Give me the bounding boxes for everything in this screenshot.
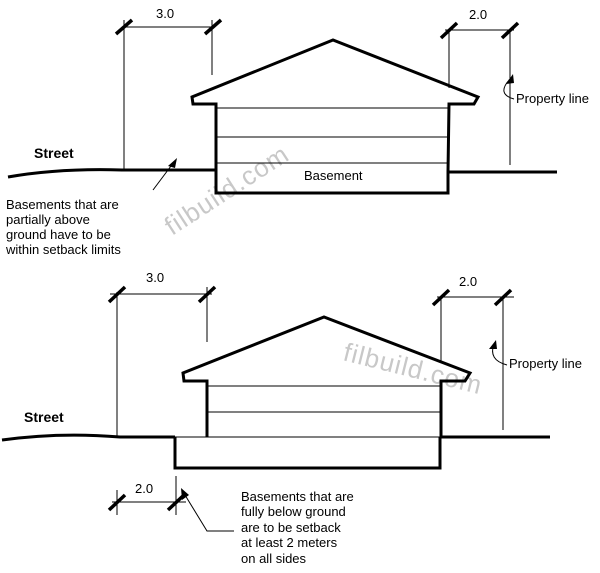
bottom-basement-box [173, 437, 442, 470]
top-watermark: filbuild.com [159, 138, 294, 241]
top-street-label: Street [34, 145, 74, 161]
top-note-line-4: within setback limits [5, 242, 121, 257]
bottom-right-tick-1 [431, 288, 451, 307]
top-basement-label: Basement [304, 168, 363, 183]
bottom-note-line-1: Basements that are [241, 489, 354, 504]
top-ground-line [7, 168, 557, 195]
top-note: Basements that are partially above groun… [5, 197, 122, 257]
bottom-note-line-4: at least 2 meters [241, 535, 338, 550]
bottom-right-dimension-label: 2.0 [459, 274, 477, 289]
top-right-dimension-label: 2.0 [469, 7, 487, 22]
bottom-watermark: filbuild.com [341, 337, 486, 400]
bottom-panel: filbuild.com 3.0 2.0 Property line Stree… [1, 270, 582, 566]
bottom-note-leader [184, 494, 234, 532]
top-note-line-2: partially above [6, 212, 90, 227]
top-property-line-arrow-icon [506, 74, 514, 84]
top-right-tick-2 [500, 21, 520, 40]
bottom-basement-tick-1 [107, 493, 127, 512]
top-right-tick-1 [439, 21, 459, 40]
bottom-ground-line-left [1, 433, 175, 442]
bottom-note: Basements that are fully below ground ar… [241, 489, 357, 566]
bottom-right-tick-2 [493, 288, 513, 307]
bottom-left-dimension-label: 3.0 [146, 270, 164, 285]
bottom-note-line-2: fully below ground [241, 504, 346, 519]
bottom-note-arrow-icon [181, 488, 189, 500]
bottom-note-line-3: are to be setback [241, 520, 341, 535]
bottom-left-tick-2 [197, 285, 217, 304]
bottom-street-label: Street [24, 409, 64, 425]
bottom-property-line-label: Property line [509, 356, 582, 371]
top-note-line-3: ground have to be [6, 227, 111, 242]
top-note-arrow-icon [168, 158, 177, 168]
top-left-tick-1 [114, 18, 134, 36]
top-house-outline [190, 38, 481, 173]
top-property-line-label: Property line [516, 91, 589, 106]
top-note-line-1: Basements that are [6, 197, 119, 212]
bottom-house-outline [181, 315, 473, 437]
top-left-tick-2 [203, 18, 223, 36]
bottom-property-line-arrow-icon [489, 340, 497, 349]
top-left-dimension-label: 3.0 [156, 6, 174, 21]
bottom-basement-dimension-label: 2.0 [135, 481, 153, 496]
bottom-left-tick-1 [107, 285, 127, 304]
top-panel: filbuild.com Basement 3.0 2.0 Property l… [5, 6, 589, 257]
bottom-note-line-5: on all sides [241, 551, 307, 566]
bottom-basement-tick-2 [166, 493, 186, 512]
